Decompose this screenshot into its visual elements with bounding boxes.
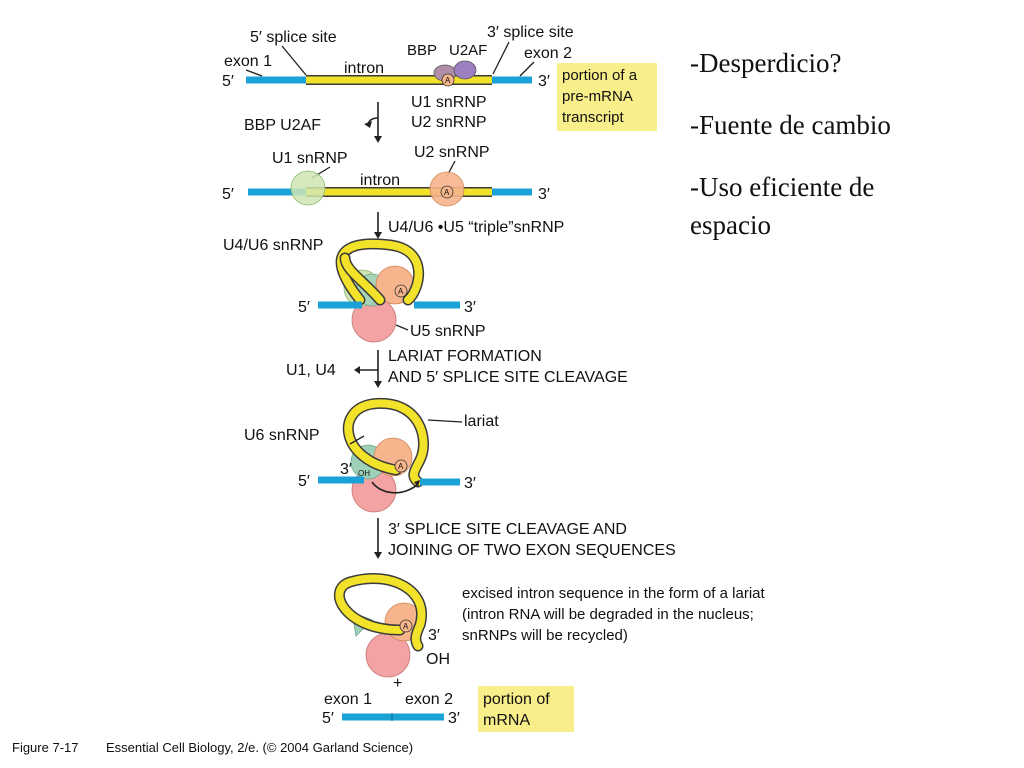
mrna-exon2-label: exon 2 bbox=[405, 691, 453, 708]
intron-label-2: intron bbox=[360, 172, 400, 189]
side-note-4: espacio bbox=[690, 210, 771, 240]
five-prime-label-4: 5′ bbox=[298, 473, 310, 490]
step3-released: U1, U4 bbox=[286, 362, 336, 379]
mrna-three-prime: 3′ bbox=[448, 710, 460, 727]
three-splice-site-label: 3′ splice site bbox=[487, 24, 574, 41]
mrna-box-line1: portion of bbox=[483, 691, 550, 708]
five-splice-site-label: 5′ splice site bbox=[250, 29, 337, 46]
step2-arrow: U4/U6 •U5 “triple”snRNP bbox=[374, 212, 564, 239]
exon1-pointer bbox=[245, 69, 263, 77]
step3-arrow: U1, U4 LARIAT FORMATION AND 5′ SPLICE SI… bbox=[286, 348, 628, 388]
stage-u1-u2-bound: U1 snRNP U2 snRNP intron 5′ A 3′ bbox=[222, 144, 550, 207]
intron-label: intron bbox=[344, 60, 384, 77]
pre-mrna-box bbox=[557, 63, 657, 131]
side-note-2: -Fuente de cambio bbox=[690, 110, 891, 140]
branch-point-a bbox=[441, 73, 455, 87]
step3-line2: AND 5′ SPLICE SITE CLEAVAGE bbox=[388, 369, 628, 386]
stage-lariat: U6 snRNP lariat A 3′ OH 5′ 3′ bbox=[244, 398, 499, 513]
u4u6-snrnp-label: U4/U6 snRNP bbox=[223, 237, 323, 254]
mrna-exon1-label: exon 1 bbox=[324, 691, 372, 708]
three-prime-label-3: 3′ bbox=[464, 299, 476, 316]
lariat-label: lariat bbox=[464, 413, 499, 430]
step1-u1-text: U1 snRNP bbox=[411, 94, 487, 111]
pre-mrna-box-line1: portion of a bbox=[562, 67, 638, 84]
u1-snrnp-particle bbox=[290, 170, 326, 206]
step1-released: BBP U2AF bbox=[244, 117, 321, 134]
three-prime-label: 3′ bbox=[538, 73, 550, 90]
branch-a-3: A bbox=[398, 287, 404, 296]
step1-arrow: U1 snRNP U2 snRNP BBP U2AF bbox=[244, 94, 487, 143]
mrna-box bbox=[478, 686, 574, 732]
side-note-1: -Desperdicio? bbox=[690, 48, 841, 78]
step4-line2: JOINING OF TWO EXON SEQUENCES bbox=[388, 542, 676, 559]
u1-snrnp-label: U1 snRNP bbox=[272, 150, 348, 167]
exon1-label: exon 1 bbox=[224, 53, 272, 70]
three-prime-label-4a: 3′ bbox=[340, 461, 352, 478]
plus-sign: + bbox=[393, 675, 402, 692]
pre-mrna-box-line3: transcript bbox=[562, 109, 625, 126]
caption-figure: Figure 7-17 bbox=[12, 740, 78, 755]
excised-note-line1: excised intron sequence in the form of a… bbox=[462, 585, 765, 602]
branch-a-5: A bbox=[403, 622, 409, 631]
excised-note-line3: snRNPs will be recycled) bbox=[462, 627, 628, 644]
u2af-protein bbox=[453, 60, 477, 80]
mrna-five-prime: 5′ bbox=[322, 710, 334, 727]
step3-line1: LARIAT FORMATION bbox=[388, 348, 542, 365]
bbp-label: BBP bbox=[407, 42, 437, 59]
branch-a-4: A bbox=[398, 462, 404, 471]
three-site-pointer bbox=[492, 41, 510, 75]
step4-line1: 3′ SPLICE SITE CLEAVAGE AND bbox=[388, 521, 627, 538]
stage-pre-mrna: 5′ splice site 3′ splice site exon 1 int… bbox=[222, 24, 657, 131]
pre-mrna-box-line2: pre-mRNA bbox=[562, 88, 633, 105]
u5-snrnp-label: U5 snRNP bbox=[410, 323, 486, 340]
stage-spliceosome: U4/U6 snRNP A 5′ 3′ U5 snRNP bbox=[223, 237, 486, 343]
five-prime-label-3: 5′ bbox=[298, 299, 310, 316]
oh-small-label: OH bbox=[358, 469, 370, 478]
oh-label: OH bbox=[426, 651, 450, 668]
u6-snrnp-label: U6 snRNP bbox=[244, 427, 320, 444]
u2af-label: U2AF bbox=[449, 42, 487, 59]
step2-text: U4/U6 •U5 “triple”snRNP bbox=[388, 219, 564, 236]
step1-u2-text: U2 snRNP bbox=[411, 114, 487, 131]
branch-a-2: A bbox=[444, 188, 450, 197]
exon2-pointer bbox=[519, 61, 535, 77]
excised-note-line2: (intron RNA will be degraded in the nucl… bbox=[462, 606, 754, 623]
stage-excised: A 3′ OH excised intron sequence in the f… bbox=[322, 573, 765, 732]
side-note-3: -Uso eficiente de bbox=[690, 172, 874, 202]
three-prime-label-2: 3′ bbox=[538, 186, 550, 203]
side-notes: -Desperdicio? -Fuente de cambio -Uso efi… bbox=[690, 48, 891, 240]
exon2-label: exon 2 bbox=[524, 45, 572, 62]
mrna-box-line2: mRNA bbox=[483, 712, 530, 729]
branch-point-a-text: A bbox=[445, 76, 451, 85]
five-site-pointer bbox=[281, 45, 307, 76]
five-prime-label-2: 5′ bbox=[222, 186, 234, 203]
five-prime-label: 5′ bbox=[222, 73, 234, 90]
step4-arrow: 3′ SPLICE SITE CLEAVAGE AND JOINING OF T… bbox=[374, 518, 676, 559]
three-prime-label-5: 3′ bbox=[428, 627, 440, 644]
figure-caption: Figure 7-17 Essential Cell Biology, 2/e.… bbox=[12, 740, 413, 755]
caption-source: Essential Cell Biology, 2/e. (© 2004 Gar… bbox=[106, 740, 413, 755]
three-prime-label-4: 3′ bbox=[464, 475, 476, 492]
u2-snrnp-label-2: U2 snRNP bbox=[414, 144, 490, 161]
